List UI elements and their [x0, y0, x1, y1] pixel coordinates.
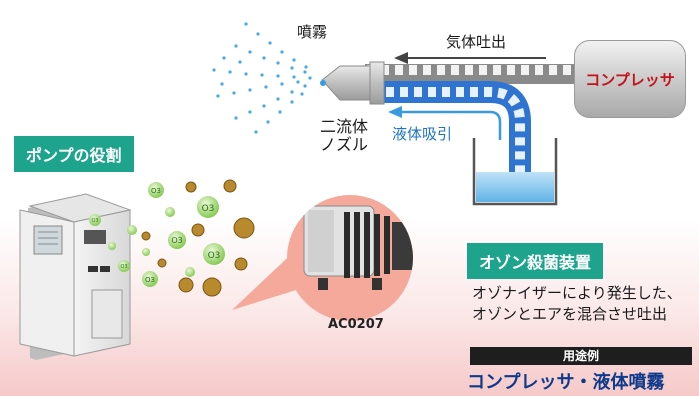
ozone-description-line1: オゾナイザーにより発生した、 [472, 284, 682, 302]
nozzle-label-line1: 二流体 [320, 117, 369, 136]
usage-header: 用途例 [470, 347, 692, 365]
nozzle-label-line2: ノズル [320, 135, 369, 155]
ozone-description: オゾナイザーにより発生した、 オゾンとエアを混合させ吐出 [472, 283, 682, 325]
o3-label: O3 [145, 276, 155, 284]
gas-out-label: 気体吐出 [446, 33, 507, 51]
nozzle-icon [320, 61, 385, 105]
pump-role-tag: ポンプの役割 [14, 136, 134, 172]
o3-label: O3 [91, 218, 98, 224]
liquid-container-icon [472, 138, 558, 206]
nozzle-label: 二流体 ノズル [320, 117, 369, 155]
usage-title: コンプレッサ・液体噴霧 [467, 372, 665, 393]
ozone-molecules: O3 O3 O3 O3 O3 O3 O3 [89, 182, 225, 287]
spray-mist [212, 22, 312, 134]
compressor-box: コンプレッサ [574, 40, 686, 118]
ozone-machine-icon [19, 193, 132, 360]
model-label: AC0207 [328, 317, 384, 332]
germ-icons [141, 179, 255, 297]
o3-label: O3 [171, 236, 182, 245]
spray-label: 噴霧 [297, 23, 328, 41]
o3-label: O3 [208, 251, 221, 261]
o3-label: O3 [120, 264, 127, 270]
compressor-label: コンプレッサ [585, 70, 675, 89]
o3-label: O3 [151, 187, 161, 195]
o3-label: O3 [202, 204, 215, 214]
gas-out-arrow [394, 52, 546, 64]
pump-callout [232, 195, 413, 321]
ozone-device-tag: オゾン殺菌装置 [467, 243, 604, 279]
liquid-in-arrow [388, 106, 502, 140]
liquid-in-label: 液体吸引 [392, 125, 453, 143]
ozone-description-line2: オゾンとエアを混合させ吐出 [472, 305, 668, 323]
air-pipe [365, 64, 577, 84]
